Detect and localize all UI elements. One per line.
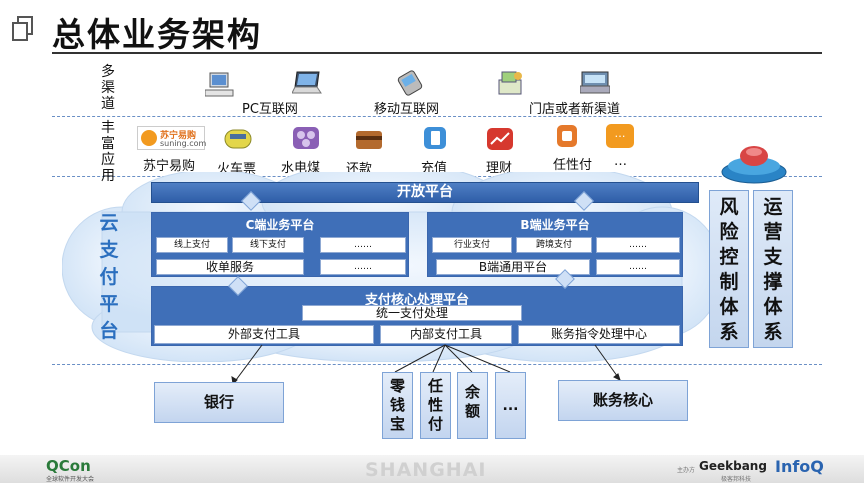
b-cell-crossborder-pay: 跨境支付: [516, 237, 592, 253]
c-cell-more: ……: [320, 237, 406, 253]
qcon-subtitle: 全球软件开发大会: [46, 476, 95, 483]
c-business-platform: C端业务平台 线上支付 线下支付 …… 收单服务 ……: [151, 212, 409, 277]
operations-support-label: 运营支撑体系: [763, 196, 783, 343]
b-platform-title: B端业务平台: [520, 218, 590, 232]
unified-payment-processing: 统一支付处理: [302, 305, 522, 321]
utilities-icon: [293, 127, 319, 149]
tool-label: 余额: [464, 383, 480, 420]
train-icon: [224, 129, 252, 149]
more-icon: …: [606, 124, 634, 148]
core-platform-title: 支付核心处理平台: [364, 293, 469, 308]
b-cell-more: ……: [596, 237, 680, 253]
geekbang-subtitle: 极客邦科技: [721, 476, 752, 483]
risk-control-label: 风险控制体系: [719, 196, 739, 343]
app-label-suning: 苏宁易购: [143, 159, 196, 174]
payment-core-platform: 支付核心处理平台 统一支付处理 外部支付工具 内部支付工具 账务指令处理中心: [151, 286, 683, 346]
suning-lion-icon: [141, 130, 157, 146]
tool-label: 零钱宝: [389, 377, 405, 433]
c-cell-offline-pay: 线下支付: [232, 237, 304, 253]
phone-recharge-icon: [424, 127, 446, 149]
cloud-platform-label: 云支付平台: [99, 212, 119, 342]
city-watermark: SHANGHAI: [365, 459, 487, 481]
app-label-more: …: [614, 154, 627, 169]
security-globe-icon: [721, 146, 787, 184]
b-common-platform: B端通用平台: [436, 259, 590, 275]
risk-control-system: 风险控制体系: [709, 190, 749, 348]
internal-tool-renxingfu: 任性付: [420, 372, 451, 439]
channel-label-pc: PC互联网: [242, 102, 298, 117]
pos-machine-icon: [498, 71, 522, 95]
internal-tool-lingqianbao: 零钱宝: [382, 372, 413, 439]
external-payment-tools: 外部支付工具: [154, 325, 374, 344]
accounting-instruction-center: 账务指令处理中心: [518, 325, 680, 344]
geekbang-logo: Geekbang: [699, 459, 767, 473]
bank-box: 银行: [154, 382, 284, 423]
laptop-icon: [292, 71, 322, 94]
desktop-computer-icon: [205, 72, 234, 97]
qcon-logo: QCon: [46, 457, 91, 475]
open-platform-bar: 开放平台: [151, 182, 699, 203]
mobile-phone-icon: [397, 70, 423, 96]
layer-divider-3: [52, 364, 822, 365]
wallet-icon: [557, 125, 577, 147]
c-cell-online-pay: 线上支付: [156, 237, 228, 253]
channel-label-mobile: 移动互联网: [374, 102, 440, 117]
b-cell-more-2: ……: [596, 259, 680, 275]
finance-chart-icon: [487, 128, 513, 150]
internal-tool-more: ...: [495, 372, 526, 439]
organizer-label: 主办方: [677, 467, 696, 474]
channels-layer-label: 多渠道: [101, 64, 115, 112]
channel-label-store: 门店或者新渠道: [529, 102, 621, 117]
title-underline: [52, 52, 822, 54]
internal-tool-balance: 余额: [457, 372, 488, 439]
c-acquiring-service: 收单服务: [156, 259, 304, 275]
accounting-core-box: 账务核心: [558, 380, 688, 421]
internal-payment-tools: 内部支付工具: [380, 325, 512, 344]
infoq-logo: InfoQ: [775, 457, 824, 476]
page-title: 总体业务架构: [52, 15, 262, 54]
card-repayment-icon: [356, 131, 382, 149]
apps-layer-label: 丰富应用: [101, 120, 115, 184]
footer-bar: QCon 全球软件开发大会 SHANGHAI 主办方 Geekbang 极客邦科…: [0, 455, 864, 483]
suning-logo-cn: 苏宁易购: [160, 131, 197, 141]
suning-logo: 苏宁易购 suning.com: [137, 126, 207, 150]
pos-terminal-icon: [580, 71, 610, 94]
operations-support-system: 运营支撑体系: [753, 190, 793, 348]
document-stack-icon: [12, 16, 33, 41]
c-platform-title: C端业务平台: [245, 218, 315, 232]
tool-label: 任性付: [427, 377, 443, 433]
c-cell-more-2: ……: [320, 259, 406, 275]
layer-divider-1: [52, 116, 822, 117]
b-business-platform: B端业务平台 行业支付 跨境支付 …… B端通用平台 ……: [427, 212, 683, 277]
b-cell-industry-pay: 行业支付: [432, 237, 512, 253]
suning-logo-en: suning.com: [160, 139, 207, 148]
app-label-finance: 理财: [486, 161, 513, 176]
app-label-renxingfu: 任性付: [553, 158, 593, 173]
